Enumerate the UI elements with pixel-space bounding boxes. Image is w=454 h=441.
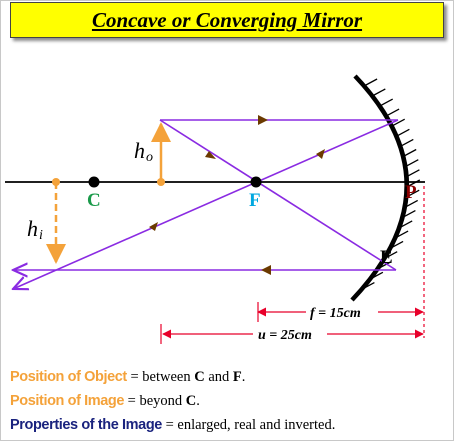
note-object-and: and [204, 369, 233, 385]
note-image-a: C [185, 393, 197, 409]
label-f: F [249, 190, 261, 211]
note-image-properties: Properties of the Image = enlarged, real… [10, 413, 450, 437]
mirror-hatch-line [379, 98, 394, 107]
ray-arrow-marker [261, 265, 271, 275]
note-props-eq: = enlarged, real and inverted. [161, 417, 336, 433]
label-image-height: hi [27, 216, 43, 243]
note-image-end: . [196, 393, 200, 409]
note-image-position: Position of Image = beyond C. [10, 389, 450, 413]
label-object-height: ho [134, 138, 153, 165]
ray-arrow-marker [258, 115, 268, 125]
light-rays [13, 119, 399, 289]
ray-arrow-marker [205, 151, 216, 159]
note-image-key: Position of Image [10, 393, 125, 409]
image-base-dot [52, 178, 60, 186]
note-props-key: Properties of the Image [10, 417, 162, 433]
u-label-bg [253, 325, 327, 343]
mirror-hatch-line [396, 128, 410, 137]
note-object-key: Position of Object [10, 369, 127, 385]
ray-reflected-through-focus [13, 119, 399, 289]
note-image-eq: = beyond [124, 393, 186, 409]
concave-mirror [350, 74, 409, 302]
notes-section: Position of Object = between C and F. Po… [10, 365, 450, 437]
note-object-end: . [241, 369, 246, 385]
note-object-eq: = between [126, 369, 195, 385]
label-e: E [380, 247, 393, 268]
mirror-hatch-line [399, 138, 414, 147]
mirror-hatch-line [371, 88, 386, 97]
f-label-bg [306, 303, 378, 321]
label-focal-length: f = 15cm [310, 306, 361, 321]
focus-point [250, 176, 262, 188]
note-object-b: F [232, 369, 242, 385]
note-object-a: C [194, 369, 205, 385]
ray-arrow-marker [149, 222, 158, 231]
center-of-curvature-point [88, 176, 100, 188]
title-banner: Concave or Converging Mirror [10, 2, 444, 38]
label-p: P [405, 182, 417, 203]
ray-arrow-marker [316, 149, 325, 159]
diagram-title: Concave or Converging Mirror [91, 7, 363, 32]
mirror-hatch-line [363, 78, 378, 87]
label-c: C [87, 190, 101, 211]
object-base-dot [157, 178, 165, 186]
note-object-position: Position of Object = between C and F. [10, 365, 450, 389]
mirror-hatch-line [402, 148, 417, 158]
ray-through-focus-incident [159, 119, 397, 271]
ray-direction-markers [149, 115, 325, 275]
mirror-hatch-line [391, 118, 406, 127]
label-object-distance: u = 25cm [258, 328, 312, 343]
mirror-hatch-line [404, 159, 419, 168]
mirror-hatch-line [385, 108, 400, 117]
